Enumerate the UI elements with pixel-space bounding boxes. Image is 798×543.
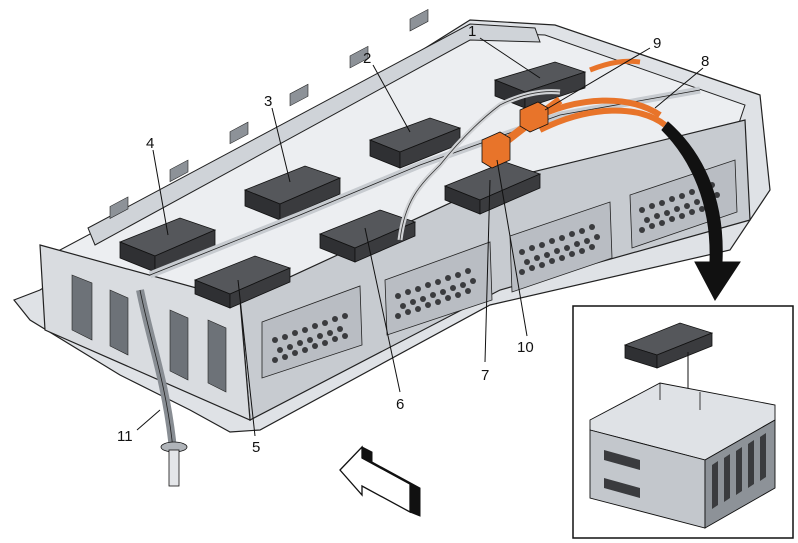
leader-3: [271, 107, 291, 183]
callout-labels: 1 2 3 4 5 6 7 8 9 10 11: [117, 23, 709, 456]
module-5: [193, 255, 292, 309]
callout-9: 9: [653, 35, 661, 52]
leader-4: [152, 149, 169, 236]
callout-6: 6: [396, 396, 404, 413]
connector-9: [519, 101, 549, 133]
leader-1: [479, 37, 541, 79]
leader-5: [237, 279, 256, 437]
orange-connectors: [481, 101, 549, 169]
tray-rear-wall: [87, 23, 541, 246]
leader-9: [544, 47, 651, 111]
honeycomb-pattern: [272, 182, 720, 363]
module-7: [443, 161, 542, 215]
detail-inset: [572, 305, 794, 539]
vent-panel: [509, 201, 613, 293]
detail-pointer-arrow-icon: [661, 121, 741, 301]
leader-6: [364, 227, 401, 393]
callout-11: 11: [117, 428, 133, 445]
callout-8: 8: [701, 53, 709, 70]
connector-10: [481, 131, 511, 169]
vent-panel: [384, 241, 493, 336]
tube-end: [168, 449, 180, 487]
module-4: [118, 217, 217, 273]
callout-2: 2: [363, 50, 371, 67]
left-wall-openings: [71, 274, 227, 393]
center-rail: [148, 86, 701, 279]
leader-7: [484, 179, 491, 363]
battery-pack-assembly: [13, 8, 771, 487]
leader-8: [654, 67, 704, 109]
module-3: [243, 165, 342, 221]
leader-2: [372, 64, 411, 133]
leader-11: [136, 409, 161, 431]
callout-1: 1: [468, 23, 476, 40]
callout-4: 4: [146, 135, 154, 152]
inset-module: [623, 322, 714, 369]
callout-7: 7: [481, 367, 489, 384]
callout-leaders: [136, 37, 704, 437]
inset-cage-slots: [604, 433, 766, 509]
callout-10: 10: [517, 339, 534, 356]
inset-cage: [589, 382, 776, 529]
front-direction-arrow-icon: [339, 445, 421, 517]
callout-5: 5: [252, 439, 260, 456]
leader-10: [496, 159, 528, 337]
rear-wall-slots: [109, 8, 429, 219]
module-2: [368, 117, 462, 169]
harness-tube: [136, 289, 188, 487]
callout-3: 3: [264, 93, 272, 110]
